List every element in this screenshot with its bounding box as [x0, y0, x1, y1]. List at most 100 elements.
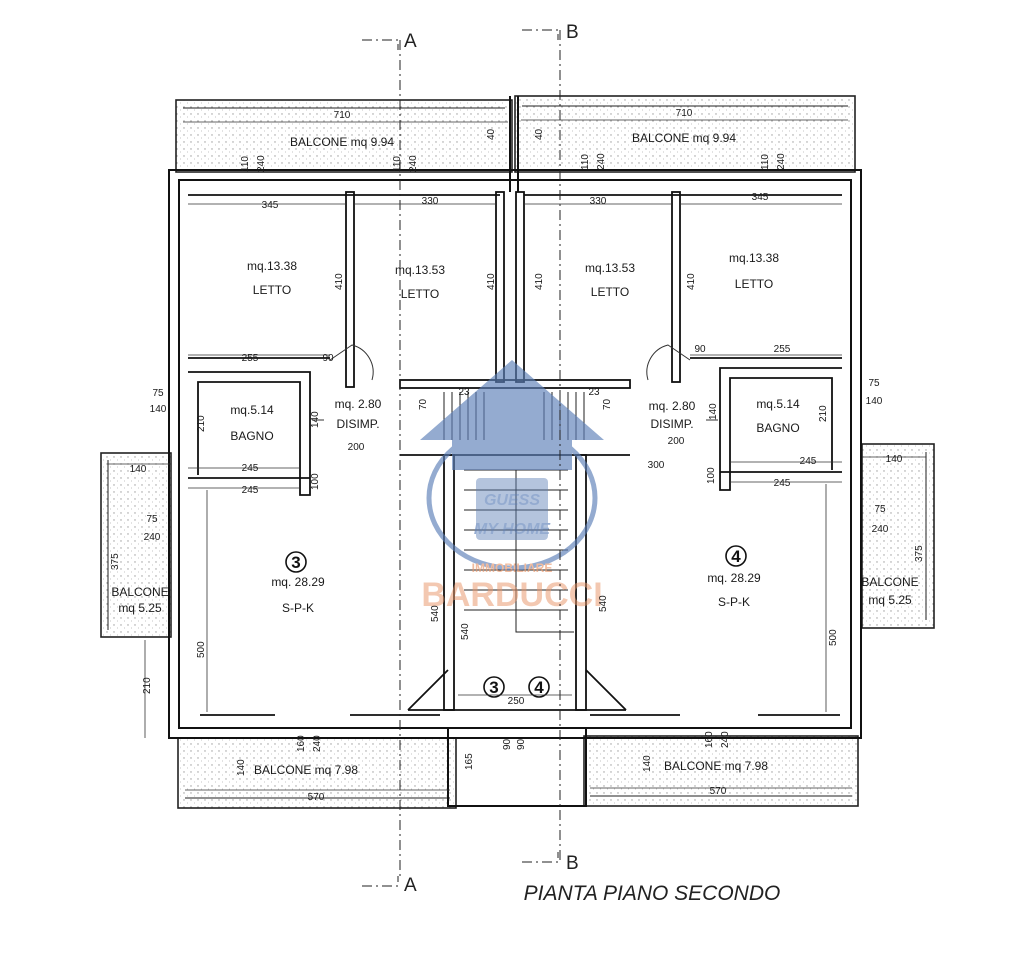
dim-410-d: 410 [686, 273, 697, 290]
dim-240-side-r: 240 [872, 524, 889, 535]
balcony-bottom-right-label: BALCONE mq 7.98 [664, 759, 768, 773]
dim-140-bot-l: 140 [236, 759, 247, 776]
dim-70-l: 70 [418, 398, 429, 410]
dim-140-bot-r: 140 [642, 755, 653, 772]
watermark-line2: MY HOME [474, 521, 551, 538]
dim-245-a: 245 [242, 463, 259, 474]
dim-540-c: 540 [598, 595, 609, 612]
unit-right-landing: 4 [534, 678, 544, 697]
exterior-walls [168, 96, 862, 807]
dim-75-r: 75 [868, 378, 880, 389]
dim-165: 165 [464, 753, 475, 770]
dim-75-side-l: 75 [146, 514, 158, 525]
dim-70-r: 70 [602, 398, 613, 410]
letto-r2-area: mq.13.53 [585, 261, 635, 275]
dim-240-c: 240 [596, 153, 607, 170]
dim-200-l: 200 [348, 442, 365, 453]
dim-240-d: 240 [776, 153, 787, 170]
dim-710-left: 710 [334, 110, 351, 121]
dim-75-l: 75 [152, 388, 164, 399]
dim-90-r: 90 [694, 344, 706, 355]
balcony-bottom-left [177, 737, 457, 809]
dim-330-l: 330 [422, 196, 439, 207]
watermark-line1: GUESS [484, 492, 540, 509]
disimp-l-name: DISIMP. [336, 417, 379, 431]
letto-l1-name: LETTO [253, 283, 291, 297]
unit-right-marker: 4 [731, 547, 741, 566]
dim-255-l: 255 [242, 353, 259, 364]
dim-23-r: 23 [588, 387, 600, 398]
balcony-side-left [100, 452, 172, 638]
dim-240-b: 240 [408, 155, 419, 172]
dim-110-b: 110 [392, 156, 403, 172]
dim-140-r: 140 [866, 396, 883, 407]
dim-23-l: 23 [458, 387, 470, 398]
dim-255-r: 255 [774, 344, 791, 355]
letto-l1-area: mq.13.38 [247, 259, 297, 273]
balcony-top-right [514, 95, 856, 173]
dim-240-side-l: 240 [144, 532, 161, 543]
dim-540-b: 540 [460, 623, 471, 640]
dim-110-c: 110 [580, 154, 591, 170]
balcony-side-right-area: mq 5.25 [868, 593, 912, 607]
dim-210-l: 210 [196, 415, 207, 432]
dim-240-l: 240 [312, 735, 323, 752]
dim-210-bottom: 210 [142, 677, 153, 694]
dim-40-r: 40 [534, 128, 545, 140]
unit-left-marker: 3 [291, 553, 300, 572]
dim-375-l: 375 [110, 553, 121, 570]
dim-570-l: 570 [308, 792, 325, 803]
balcony-top-left [175, 99, 513, 173]
section-a-top: A [404, 31, 417, 52]
dim-245-c: 245 [800, 456, 817, 467]
bagno-r-name: BAGNO [756, 421, 799, 435]
balcony-side-left-name: BALCONE [111, 585, 168, 599]
dimension-lines [108, 119, 926, 791]
dim-300-r: 300 [648, 460, 665, 471]
bagno-l-area: mq.5.14 [230, 403, 274, 417]
balcony-side-right [861, 443, 935, 629]
dim-140-bath-l: 140 [310, 411, 321, 428]
dim-110-a: 110 [240, 156, 251, 172]
dim-200-r: 200 [668, 436, 685, 447]
balcony-side-left-area: mq 5.25 [118, 601, 162, 615]
spk-l-name: S-P-K [282, 601, 314, 615]
letto-l2-area: mq.13.53 [395, 263, 445, 277]
spk-l-area: mq. 28.29 [271, 575, 325, 589]
dim-345-l: 345 [262, 200, 279, 211]
dim-240-a: 240 [256, 155, 267, 172]
disimp-r-name: DISIMP. [650, 417, 693, 431]
dim-345-r: 345 [752, 192, 769, 203]
letto-l2-name: LETTO [401, 287, 439, 301]
dim-500-l: 500 [196, 641, 207, 658]
dim-375-r: 375 [914, 545, 925, 562]
spk-r-name: S-P-K [718, 595, 750, 609]
dim-90-b: 90 [516, 738, 527, 750]
bagno-l-name: BAGNO [230, 429, 273, 443]
dim-140-bath-r: 140 [708, 403, 719, 420]
dim-140-side-l: 140 [130, 464, 147, 475]
balcony-labels: BALCONE mq 9.94 BALCONE mq 9.94 BALCONE … [111, 131, 918, 777]
balcony-top-left-label: BALCONE mq 9.94 [290, 135, 394, 149]
dim-250: 250 [508, 696, 525, 707]
unit-markers: 3 4 3 4 [285, 545, 747, 698]
section-b-bottom: B [566, 853, 579, 874]
dim-75-side-r: 75 [874, 504, 886, 515]
dim-110-d: 110 [760, 154, 771, 170]
dim-160-r: 160 [704, 731, 715, 748]
section-b-top: B [566, 22, 579, 43]
dim-245-b: 245 [242, 485, 259, 496]
dimension-labels: 710 710 40 40 110 240 110 240 110 240 11… [110, 108, 925, 803]
balconies [100, 95, 935, 809]
dim-410-a: 410 [334, 273, 345, 290]
dim-100-l: 100 [310, 473, 321, 490]
door-swings [312, 344, 718, 421]
dim-540-a: 540 [430, 605, 441, 622]
disimp-l-area: mq. 2.80 [335, 397, 382, 411]
letto-r1-name: LETTO [735, 277, 773, 291]
dim-40-l: 40 [486, 128, 497, 140]
letto-r1-area: mq.13.38 [729, 251, 779, 265]
balcony-bottom-right [583, 735, 859, 807]
dim-90-l: 90 [322, 353, 334, 364]
